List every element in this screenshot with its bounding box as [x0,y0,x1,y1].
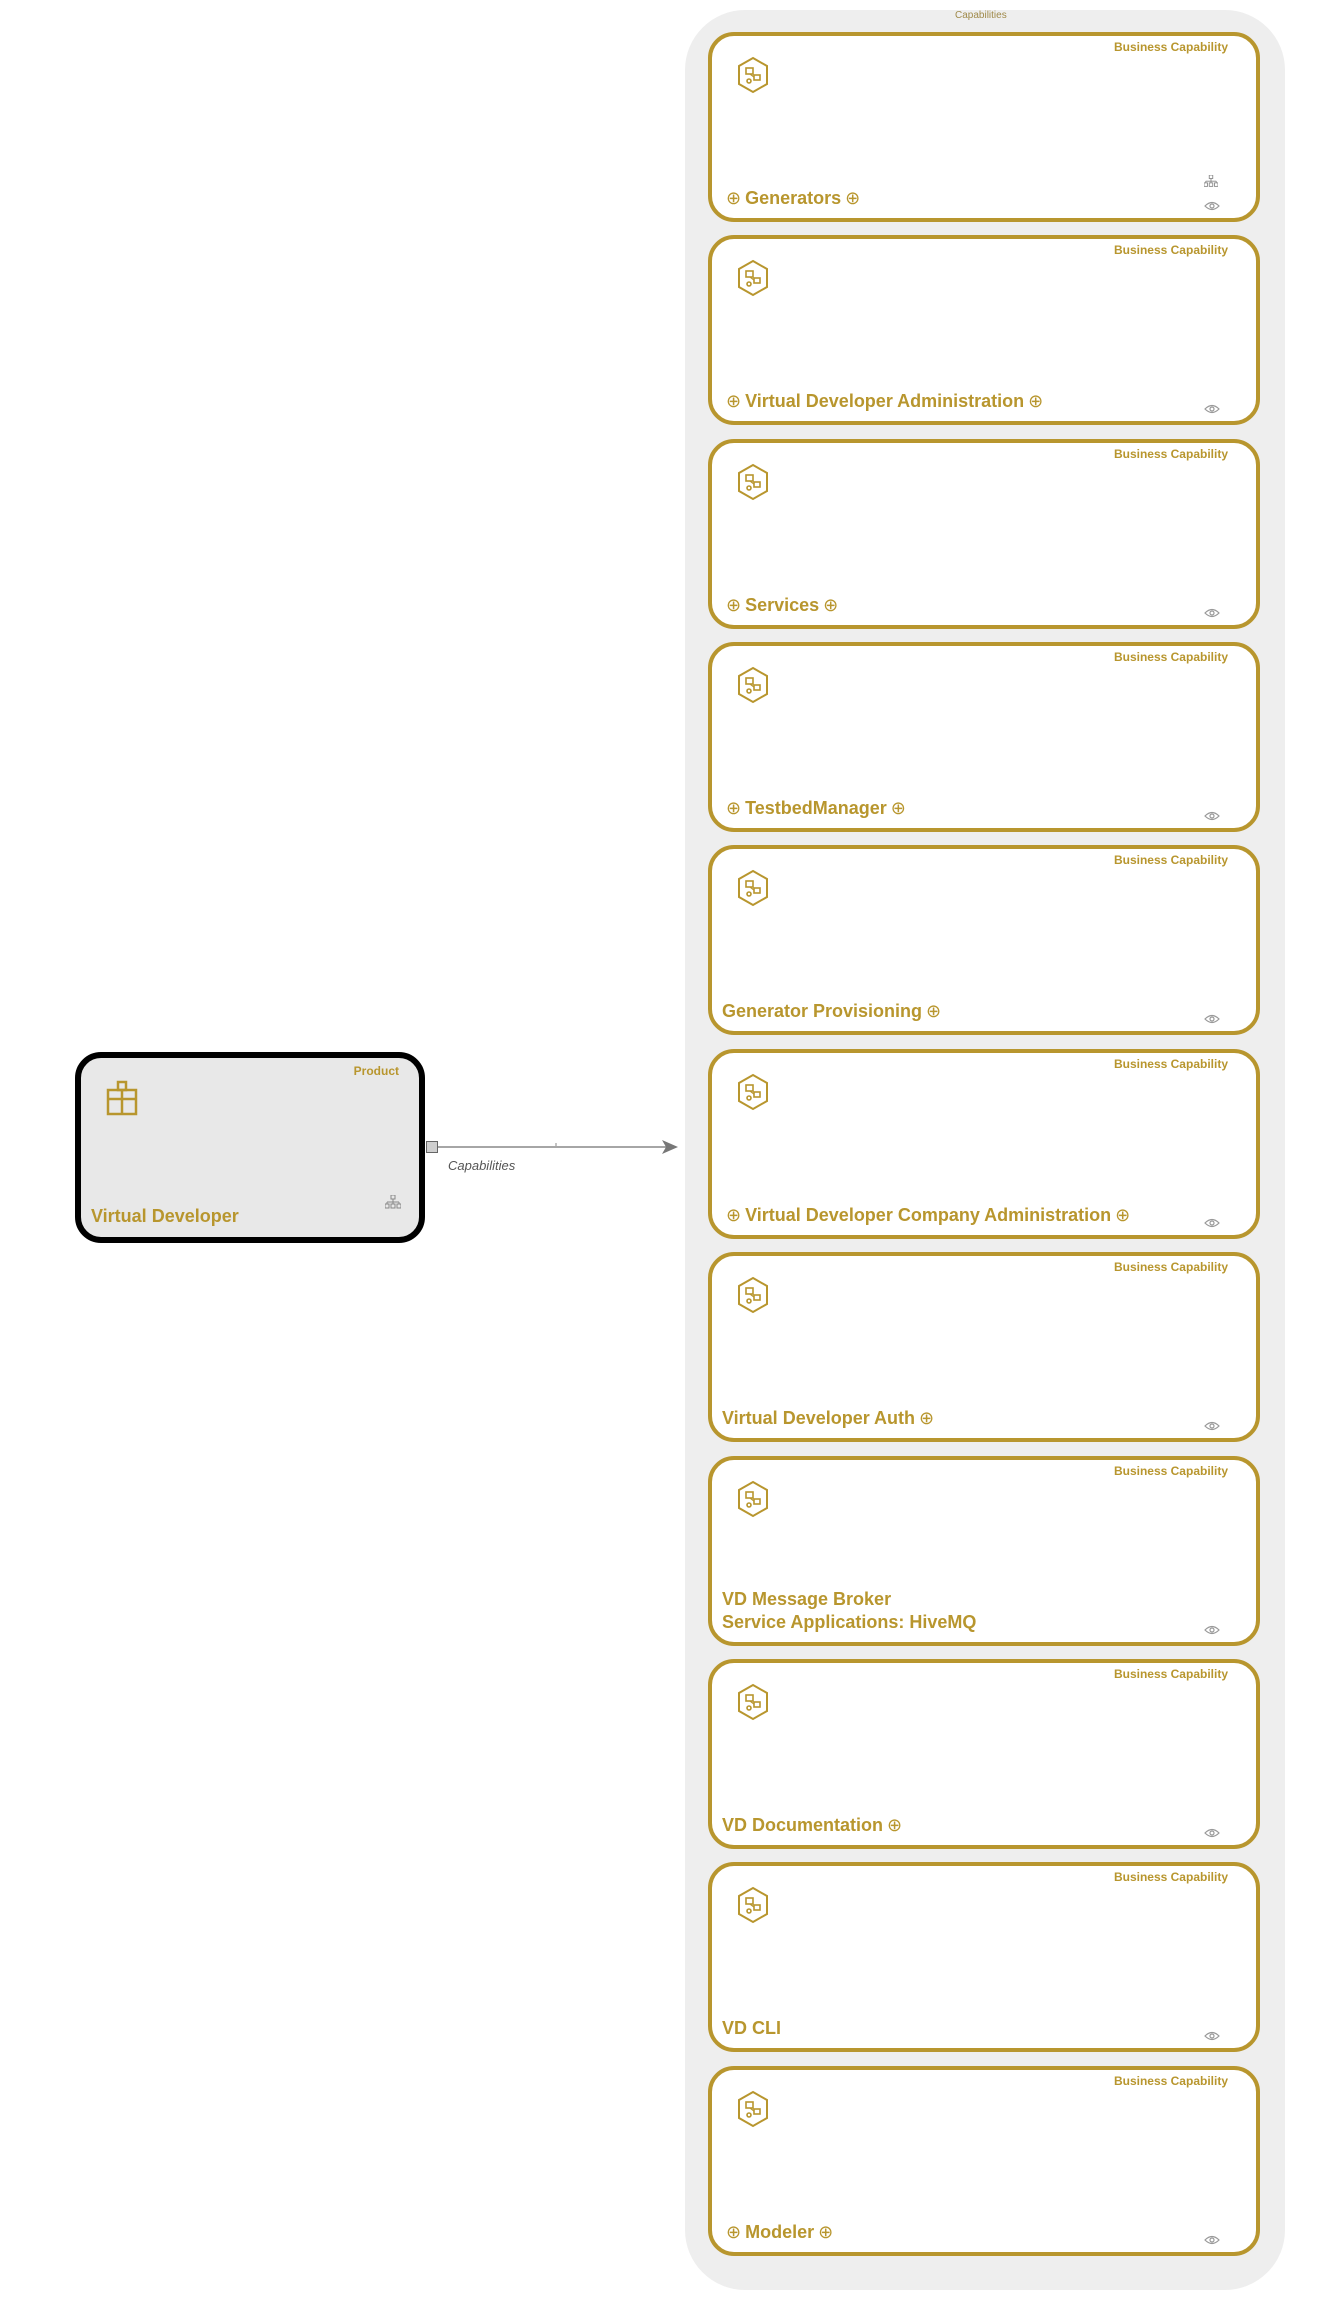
capability-type-label: Business Capability [1113,1260,1228,1274]
hierarchy-icon[interactable] [1203,174,1219,187]
expand-plus-icon[interactable]: ⊕ [887,1815,903,1835]
eye-icon[interactable] [1204,401,1220,414]
business-capability-icon [736,1683,770,1721]
capability-title-text: Services [745,595,820,615]
expand-plus-icon[interactable]: ⊕ [1028,391,1044,411]
capability-title: VD Documentation⊕ [722,1814,906,1837]
capability-title: ⊕Generators⊕ [722,187,864,210]
product-type-label: Product [353,1064,399,1078]
business-capability-icon [736,1886,770,1924]
capability-type-label: Business Capability [1113,853,1228,867]
capability-title-text: Modeler [745,2222,815,2242]
capability-title: VD CLI [722,2017,781,2040]
business-capability-icon [736,259,770,297]
eye-icon[interactable] [1204,1418,1220,1431]
product-box-icon [106,1080,138,1116]
expand-plus-icon[interactable]: ⊕ [845,188,861,208]
eye-icon[interactable] [1204,1622,1220,1635]
capability-title: VD Message Broker Service Applications: … [722,1588,976,1634]
capability-title-text: Virtual Developer Auth [722,1408,916,1428]
eye-icon[interactable] [1204,1825,1220,1838]
capability-title: ⊕Virtual Developer Company Administratio… [722,1204,1134,1227]
expand-plus-icon[interactable]: ⊕ [726,595,742,615]
capability-type-label: Business Capability [1113,1870,1228,1884]
capability-node[interactable]: Business Capability VD Message Broker Ser… [708,1456,1260,1646]
connection-port[interactable] [426,1141,438,1153]
expand-plus-icon[interactable]: ⊕ [919,1408,935,1428]
capability-node[interactable]: Business Capability VD Documentation⊕ [708,1659,1260,1849]
capability-title-text: Virtual Developer Company Administration [745,1205,1112,1225]
hierarchy-icon[interactable] [385,1195,401,1209]
expand-plus-icon[interactable]: ⊕ [726,1205,742,1225]
business-capability-icon [736,869,770,907]
business-capability-icon [736,2090,770,2128]
capability-title: Generator Provisioning⊕ [722,1000,945,1023]
expand-plus-icon[interactable]: ⊕ [823,595,839,615]
capability-node[interactable]: Business Capability VD CLI [708,1862,1260,2052]
capability-title: ⊕Services⊕ [722,594,842,617]
capability-title-text: TestbedManager [745,798,887,818]
eye-icon[interactable] [1204,1215,1220,1228]
capability-title-text: Generators [745,188,842,208]
expand-plus-icon[interactable]: ⊕ [726,391,742,411]
capability-type-label: Business Capability [1113,1464,1228,1478]
expand-plus-icon[interactable]: ⊕ [818,2222,834,2242]
business-capability-icon [736,56,770,94]
edge-label: Capabilities [448,1158,516,1173]
eye-icon[interactable] [1204,808,1220,821]
capability-type-label: Business Capability [1113,447,1228,461]
expand-plus-icon[interactable]: ⊕ [726,2222,742,2242]
capability-title: ⊕Modeler⊕ [722,2221,837,2244]
capability-title: ⊕TestbedManager⊕ [722,797,910,820]
capability-node[interactable]: Business Capability ⊕Virtual Developer Ad… [708,235,1260,425]
capability-type-label: Business Capability [1113,1667,1228,1681]
capability-node[interactable]: Business Capability ⊕Generators⊕ [708,32,1260,222]
capability-title: Virtual Developer Auth⊕ [722,1407,938,1430]
business-capability-icon [736,1276,770,1314]
capability-title-text: VD Message Broker Service Applications: … [722,1589,977,1632]
eye-icon[interactable] [1204,198,1220,211]
eye-icon[interactable] [1204,1011,1220,1024]
product-title: Virtual Developer [91,1206,239,1226]
capability-title-text: VD Documentation [722,1815,884,1835]
capability-type-label: Business Capability [1113,243,1228,257]
product-node-virtual-developer[interactable]: Product Virtual Developer [75,1052,425,1243]
capability-title-text: Virtual Developer Administration [745,391,1025,411]
eye-icon[interactable] [1204,2028,1220,2041]
container-title: Capabilities [955,10,1007,21]
business-capability-icon [736,463,770,501]
expand-plus-icon[interactable]: ⊕ [726,798,742,818]
capability-type-label: Business Capability [1113,2074,1228,2088]
business-capability-icon [736,666,770,704]
capability-title-text: Generator Provisioning [722,1001,923,1021]
business-capability-icon [736,1480,770,1518]
capability-node[interactable]: Business Capability ⊕Services⊕ [708,439,1260,629]
eye-icon[interactable] [1204,2232,1220,2245]
expand-plus-icon[interactable]: ⊕ [926,1001,942,1021]
capability-type-label: Business Capability [1113,40,1228,54]
capability-node[interactable]: Business Capability ⊕Virtual Developer Co… [708,1049,1260,1239]
capability-type-label: Business Capability [1113,650,1228,664]
capability-node[interactable]: Business Capability ⊕TestbedManager⊕ [708,642,1260,832]
expand-plus-icon[interactable]: ⊕ [726,188,742,208]
capability-title: ⊕Virtual Developer Administration⊕ [722,390,1047,413]
expand-plus-icon[interactable]: ⊕ [890,798,906,818]
capability-type-label: Business Capability [1113,1057,1228,1071]
capability-node[interactable]: Business Capability ⊕Modeler⊕ [708,2066,1260,2256]
expand-plus-icon[interactable]: ⊕ [1115,1205,1131,1225]
capability-title-text: VD CLI [722,2018,782,2038]
business-capability-icon [736,1073,770,1111]
eye-icon[interactable] [1204,605,1220,618]
